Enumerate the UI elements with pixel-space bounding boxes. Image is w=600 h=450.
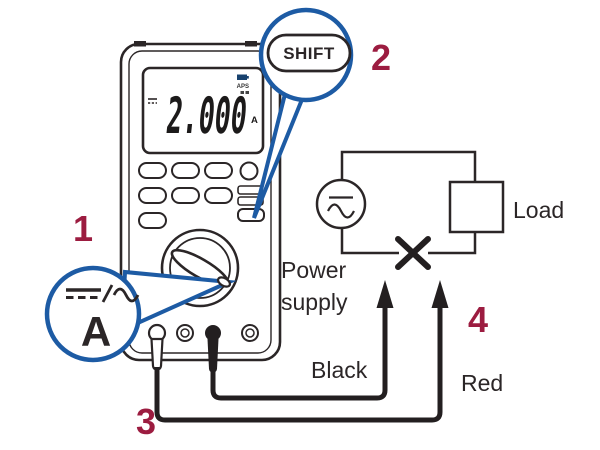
- circuit-top-wire: [340, 150, 477, 182]
- load-label: Load: [513, 197, 564, 223]
- function-button: [204, 187, 233, 204]
- dc-ac-symbol-icon: [66, 284, 140, 303]
- function-button: [204, 162, 233, 179]
- step-2-number: 2: [371, 37, 391, 78]
- red-lead-label: Red: [461, 370, 503, 396]
- lcd-display: APS 2.000 A: [141, 66, 265, 155]
- aps-indicator: APS: [237, 84, 249, 90]
- power-button: [239, 161, 259, 181]
- test-leads: [154, 280, 449, 423]
- circuit-diagram: [315, 150, 505, 270]
- step-1-number: 1: [73, 208, 93, 249]
- circuit-break-x-icon: [395, 236, 431, 270]
- load-box: [448, 180, 505, 234]
- battery-icon: [237, 74, 249, 80]
- display-unit: A: [251, 115, 258, 126]
- shift-callout: SHIFT: [252, 7, 354, 219]
- circuit-bottom-wire-right: [428, 231, 477, 255]
- red-test-lead-plug: [147, 323, 167, 371]
- shift-key-shape: [266, 33, 352, 73]
- black-lead-arrow-icon: [376, 280, 394, 308]
- function-button: [138, 212, 167, 229]
- function-button: [171, 187, 200, 204]
- display-value: 2.000: [164, 86, 250, 145]
- function-button: [138, 162, 167, 179]
- red-lead-arrow-icon: [431, 280, 449, 308]
- power-supply-symbol: [315, 178, 367, 230]
- step-4-number: 4: [468, 299, 488, 340]
- input-jacks: [147, 323, 259, 373]
- black-lead-wire: [210, 301, 388, 401]
- function-button: [171, 162, 200, 179]
- sine-wave-icon: [327, 203, 355, 219]
- top-left-tab: [134, 41, 146, 47]
- dc-indicator-icon: [148, 98, 157, 104]
- power-supply-label-line1: Power: [281, 257, 347, 283]
- shift-button-on-device: [237, 208, 265, 222]
- amps-label: A: [81, 308, 111, 355]
- shift-label: SHIFT: [283, 44, 335, 63]
- black-test-lead-plug: [205, 325, 221, 373]
- current-callout: A: [44, 265, 237, 363]
- dial-knob-tip: [216, 276, 232, 288]
- keypad: [138, 161, 265, 229]
- multimeter-body-inner-line: [128, 50, 272, 354]
- function-button: [138, 187, 167, 204]
- circuit-bottom-wire-left: [340, 227, 399, 255]
- top-right-tab: [245, 41, 257, 47]
- black-lead-label: Black: [311, 357, 368, 383]
- red-lead-wire: [154, 301, 443, 423]
- step-3-number: 3: [136, 401, 156, 442]
- power-supply-label-line2: supply: [281, 289, 348, 315]
- lcd-frame: [141, 66, 265, 155]
- misc-indicator-icon: [240, 91, 249, 94]
